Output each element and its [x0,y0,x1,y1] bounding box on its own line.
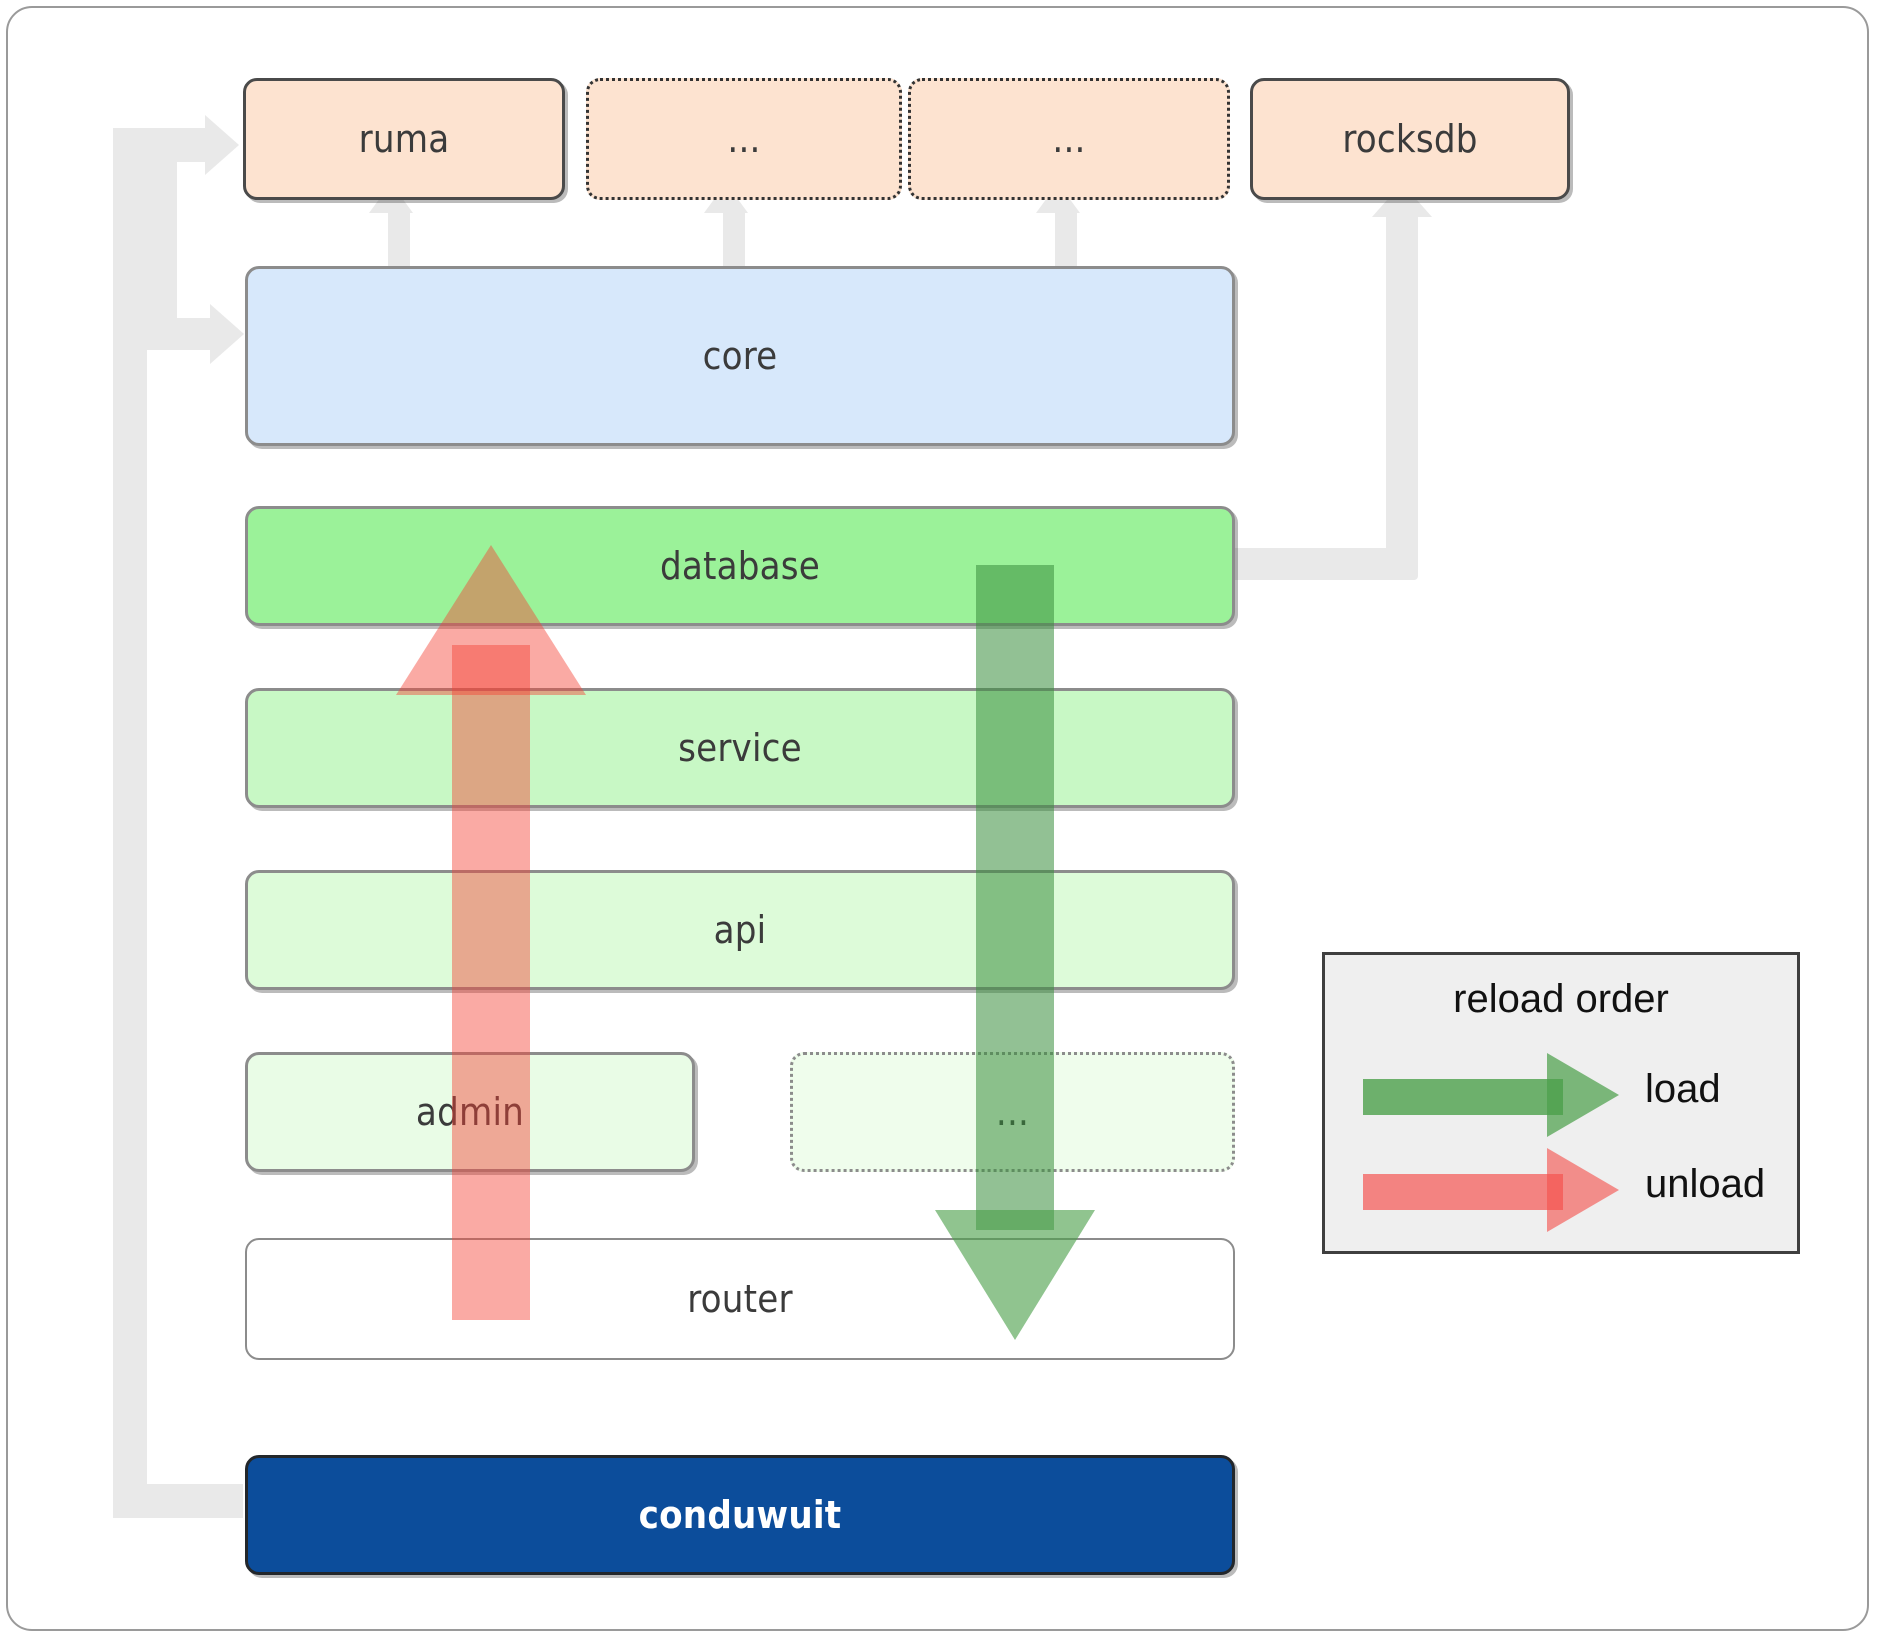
load-arrow-head [935,1210,1095,1340]
legend-row-unload: unload [1325,1148,1797,1240]
legend-panel: reload order load unload [1322,952,1800,1254]
unload-arrow-head [396,545,586,695]
node-database[interactable]: database [245,506,1235,626]
core-arrow-shaft-2 [723,210,745,268]
connector-to-conduwuit [113,1484,243,1518]
node-router-label: router [687,1277,793,1321]
connector-branch-inner [147,128,177,348]
legend-unload-label: unload [1645,1162,1766,1206]
node-external-dots-1[interactable]: ... [586,78,902,200]
node-ruma[interactable]: ruma [243,78,565,200]
legend-row-load: load [1325,1053,1797,1145]
node-api-label: api [713,908,767,952]
legend-unload-arrow-shaft [1363,1174,1563,1210]
connector-arrow-core [210,304,244,364]
node-admin-label: admin [415,1090,525,1134]
node-service-label: service [678,726,802,770]
node-conduwuit[interactable]: conduwuit [245,1455,1235,1575]
node-external-dots-2-label: ... [1052,117,1086,161]
diagram-frame [6,6,1869,1631]
node-ruma-label: ruma [358,117,450,161]
node-admin[interactable]: admin [245,1052,695,1172]
node-conduwuit-label: conduwuit [638,1493,842,1537]
connector-trunk-outer [113,128,147,1518]
node-external-dots-2[interactable]: ... [908,78,1230,200]
node-service[interactable]: service [245,688,1235,808]
legend-load-arrow-head [1547,1053,1619,1137]
connector-to-core [147,318,217,350]
core-arrow-shaft-3 [1055,210,1077,268]
legend-unload-arrow-head [1547,1148,1619,1232]
node-external-dots-1-label: ... [727,117,761,161]
legend-load-arrow-shaft [1363,1079,1563,1115]
node-core[interactable]: core [245,266,1235,446]
legend-load-label: load [1645,1067,1721,1111]
connector-arrow-ruma [205,115,239,175]
node-database-label: database [659,544,821,588]
unload-arrow-shaft [452,645,530,1320]
node-rocksdb-label: rocksdb [1342,117,1478,161]
node-core-label: core [702,334,778,378]
node-rocksdb[interactable]: rocksdb [1250,78,1570,200]
node-api[interactable]: api [245,870,1235,990]
legend-title: reload order [1453,977,1669,1021]
connector-rocksdb-up [1386,212,1418,580]
core-arrow-shaft-1 [388,210,410,268]
load-arrow-shaft [976,565,1054,1230]
